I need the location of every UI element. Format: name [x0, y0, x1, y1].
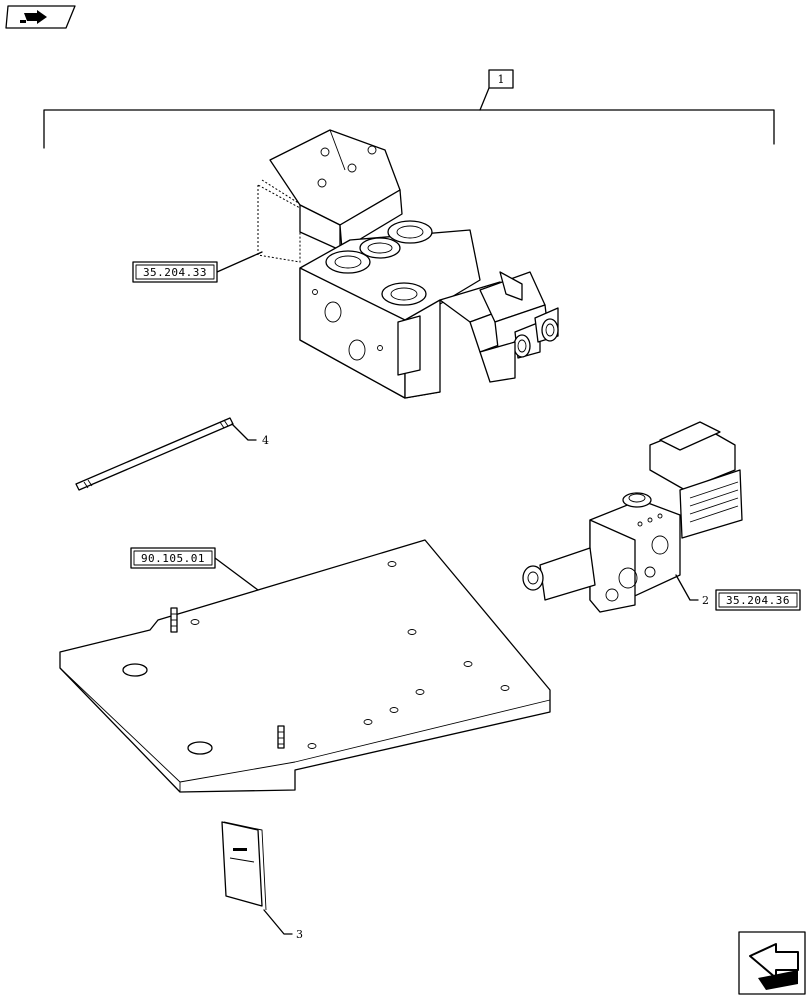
callout-4[interactable]: 4 — [231, 423, 269, 447]
ref-valve-section-label: 35.204.36 — [726, 594, 790, 607]
tie-rod — [75, 417, 234, 491]
ref-plate-label: 90.105.01 — [141, 552, 205, 565]
next-page-arrow-icon[interactable] — [738, 931, 806, 995]
callout-3-label: 3 — [296, 928, 303, 941]
control-valve-block — [257, 129, 559, 399]
parts-catalog-nav-icon[interactable] — [5, 5, 76, 29]
callout-2[interactable]: 2 — [675, 574, 709, 607]
callout-3[interactable]: 3 — [263, 909, 303, 941]
ref-valve-section[interactable]: 35.204.36 — [715, 589, 801, 611]
callout-4-label: 4 — [262, 434, 269, 447]
valve-section — [522, 421, 743, 613]
ref-valve-block[interactable]: 35.204.33 — [132, 251, 263, 283]
callout-1-label: 1 — [498, 73, 505, 86]
assembly-bracket — [43, 87, 775, 149]
callout-1[interactable]: 1 — [488, 69, 514, 89]
callout-2-label: 2 — [702, 594, 709, 607]
ref-valve-block-label: 35.204.33 — [143, 266, 207, 279]
operator-manual — [221, 821, 267, 911]
ref-plate[interactable]: 90.105.01 — [130, 547, 259, 591]
mounting-plate — [59, 539, 551, 793]
